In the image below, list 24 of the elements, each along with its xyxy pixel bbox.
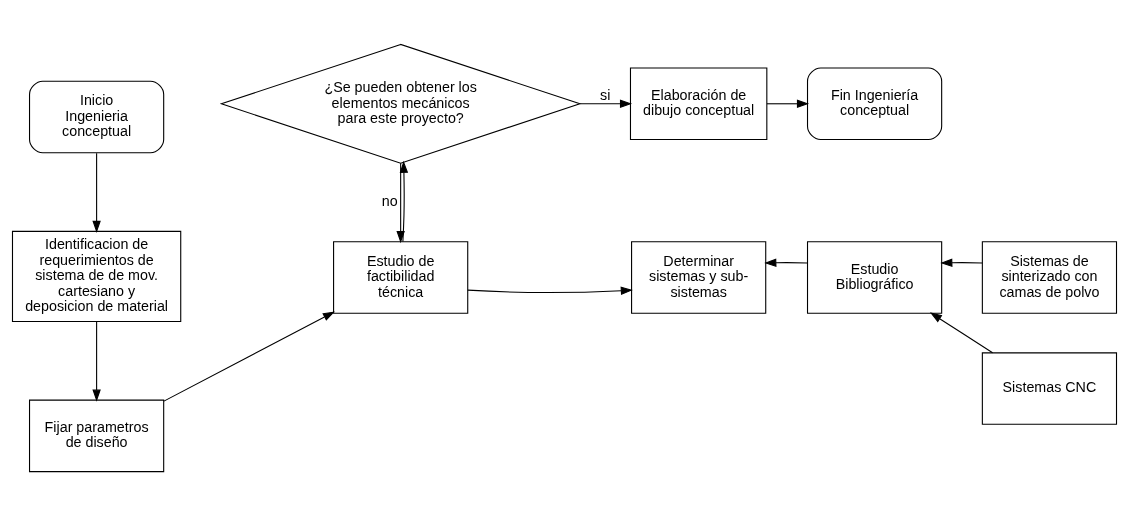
arrow [467, 286, 633, 295]
node-box: Fin Ingeniería conceptual [806, 67, 943, 141]
node-box: Inicio Ingenieria conceptual [29, 80, 165, 154]
node-box: Elaboración de dibujo conceptual [629, 67, 768, 141]
node-box: Determinar sistemas y sub-sistemas [631, 241, 767, 314]
arrow [396, 162, 405, 244]
edge-label: no [381, 193, 398, 210]
node-box: Identificacion de requerimientos de sistema de de mov. cartesiano y deposicion de material [11, 230, 182, 323]
node-box: Estudio Bibliográfico [806, 241, 943, 314]
node-box: Fijar parametros de diseño [29, 399, 165, 473]
arrow [766, 99, 810, 108]
node-box: Sistemas CNC [981, 352, 1118, 425]
arrow [92, 321, 101, 402]
node-box: Estudio de factibilidad técnica [333, 241, 469, 314]
arrow [940, 258, 983, 267]
edge-label: si [600, 86, 611, 103]
node-diamond: ¿Se pueden obtener los elementos mecánicos para este proyecto? [219, 43, 582, 164]
node-box: Sistemas de sinterizado con camas de polvo [981, 241, 1118, 314]
arrow [579, 99, 633, 108]
arrow [92, 152, 101, 233]
arrow [929, 312, 994, 354]
arrow [764, 258, 809, 267]
arrow [163, 311, 335, 402]
arrow [399, 160, 409, 243]
